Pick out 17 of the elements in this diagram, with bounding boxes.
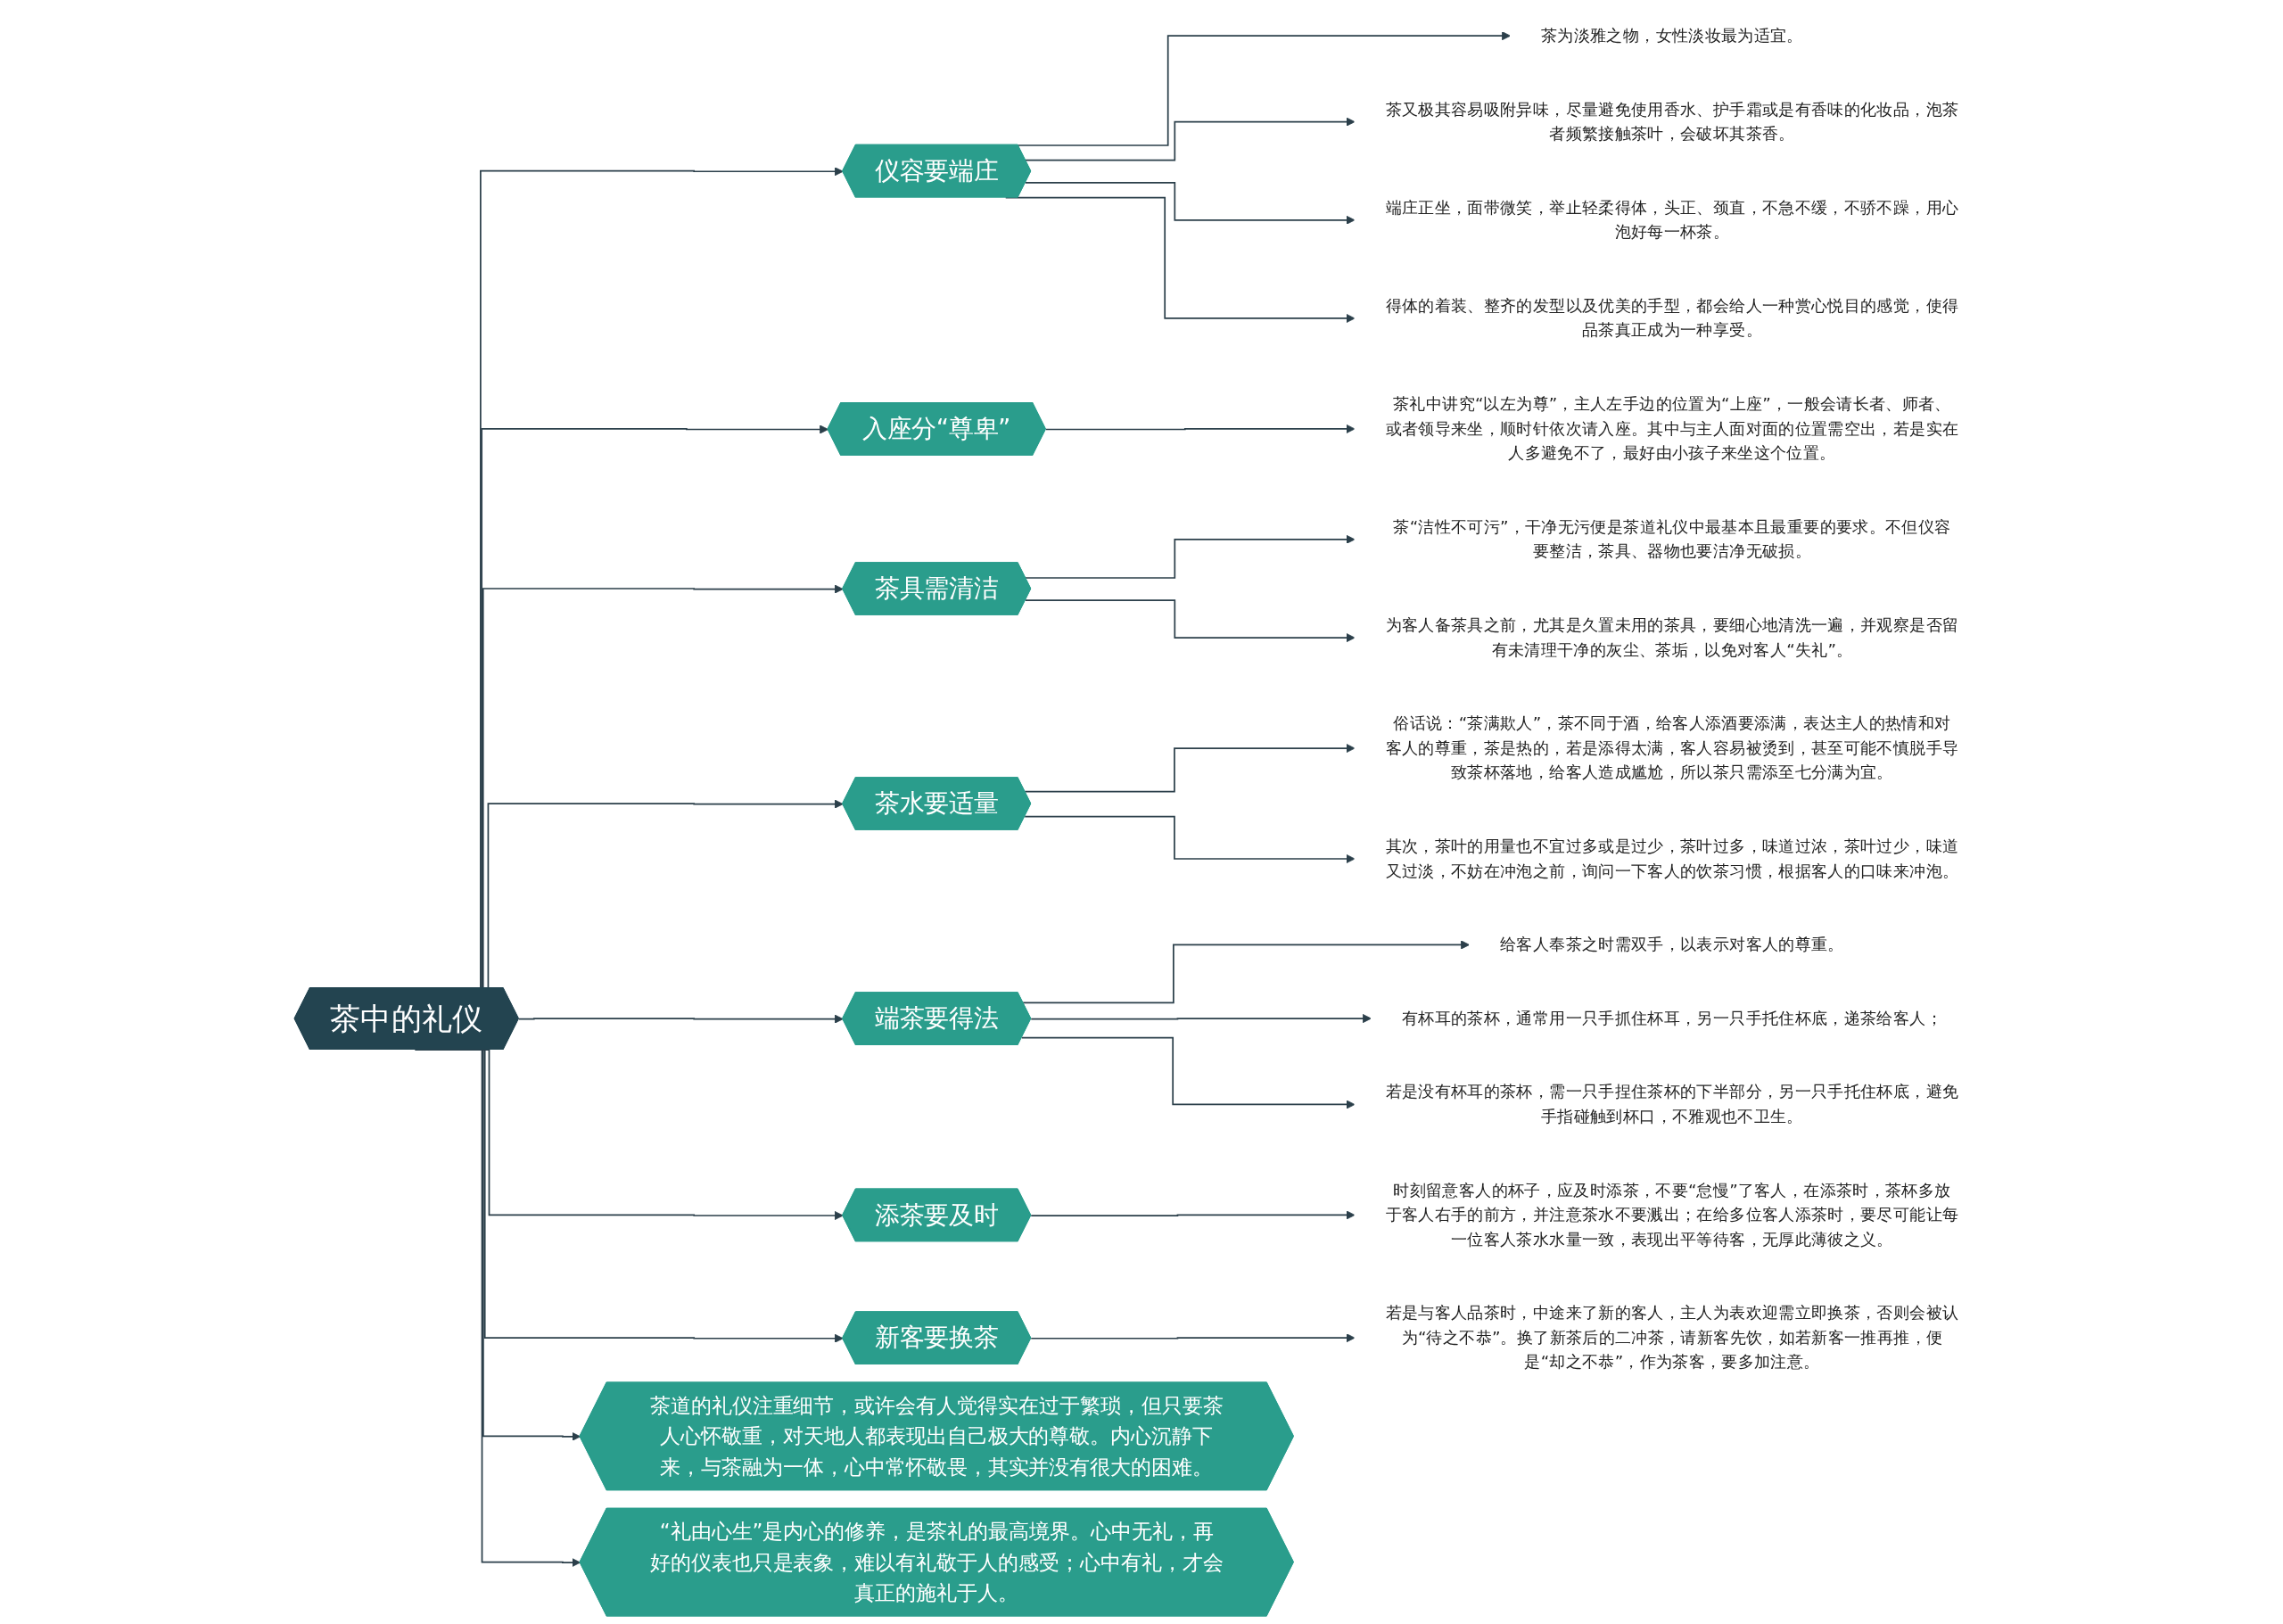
arrow (1029, 1014, 1372, 1024)
node-text: 时刻留意客人的杯子，应及时添茶，不要“怠慢”了客人，在添茶时，茶杯多放于客人右手的前方，并注意茶水不要溅出；在给多位客人添茶时，要尽可能让每一位客人茶水水量一致，表现出平等待客，无厚此薄彼之义。 (1385, 1180, 1958, 1249)
node-text: 有杯耳的茶杯，通常用一只手抓住杯耳，另一只手托住杯底，递茶给客人； (1401, 1008, 1942, 1028)
arrow (517, 1014, 844, 1024)
node-text: 其次，茶叶的用量也不宜过多或是过少，茶叶过多，味道过浓，茶叶过少，味道又过淡，不妨在冲泡之前，询问一下客人的饮茶习惯，根据客人的口味来冲泡。 (1385, 836, 1958, 881)
node-text: 若是没有杯耳的茶杯，需一只手捏住茶杯的下半部分，另一只手托住杯底，避免手指碰触到杯口，不雅观也不卫生。 (1385, 1082, 1958, 1126)
node-text: 端庄正坐，面带微笑，举止轻柔得体，头正、颈直，不急不缓，不骄不躁，用心泡好每一杯茶。 (1385, 197, 1958, 242)
node-text: 茶又极其容易吸附异味，尽量避免使用香水、护手霜或是有香味的化妆品，泡茶者频繁接触茶叶，会破坏其茶香。 (1385, 99, 1958, 144)
node-text: 得体的着装、整齐的发型以及优美的手型，都会给人一种赏心悦目的感觉，使得品茶真正成为一种享受。 (1385, 295, 1958, 341)
node-text: 为客人备茶具之前，尤其是久置未用的茶具，要细心地清洗一遍，并观察是否留有未清理干净的灰尘、茶垢，以免对客人“失礼”。 (1385, 614, 1958, 660)
arrow (1021, 940, 1470, 1004)
node-text: 茶为淡雅之物，女性淡妆最为适宜。 (1540, 25, 1803, 45)
node-text: 俗话说：“茶满欺人”，茶不同于酒，给客人添酒要添满，表达主人的热情和对客人的尊重，茶是热的，若是添得太满，客人容易被烫到，甚至可能不慎脱手导致茶杯落地，给客人造成尴尬，所以茶只需添至七分满为宜。 (1385, 713, 1958, 782)
node-text: 茶“洁性不可污”，干净无污便是茶道礼仪中最基本且最重要的要求。不但仪容要整洁，茶具、器物也要洁净无破损。 (1392, 516, 1950, 561)
node-text: 若是与客人品茶时，中途来了新的客人，主人为表欢迎需立即换茶，否则会被认为“待之不恭”。换了新茶后的二冲茶，请新客先饮，如若新客一推再推，便是“却之不恭”，作为茶客，要多加注意。 (1385, 1303, 1958, 1373)
node-text: 茶礼中讲究“以左为尊”，主人左手边的位置为“上座”，一般会请长者、师者、或者领导来坐，顺时针依次请入座。其中与主人面对面的位置需空出，若是实在人多避免不了，最好由小孩子来坐这个位置。 (1385, 393, 1958, 463)
node-text: 给客人奉茶之时需双手，以表示对客人的尊重。 (1499, 934, 1844, 954)
